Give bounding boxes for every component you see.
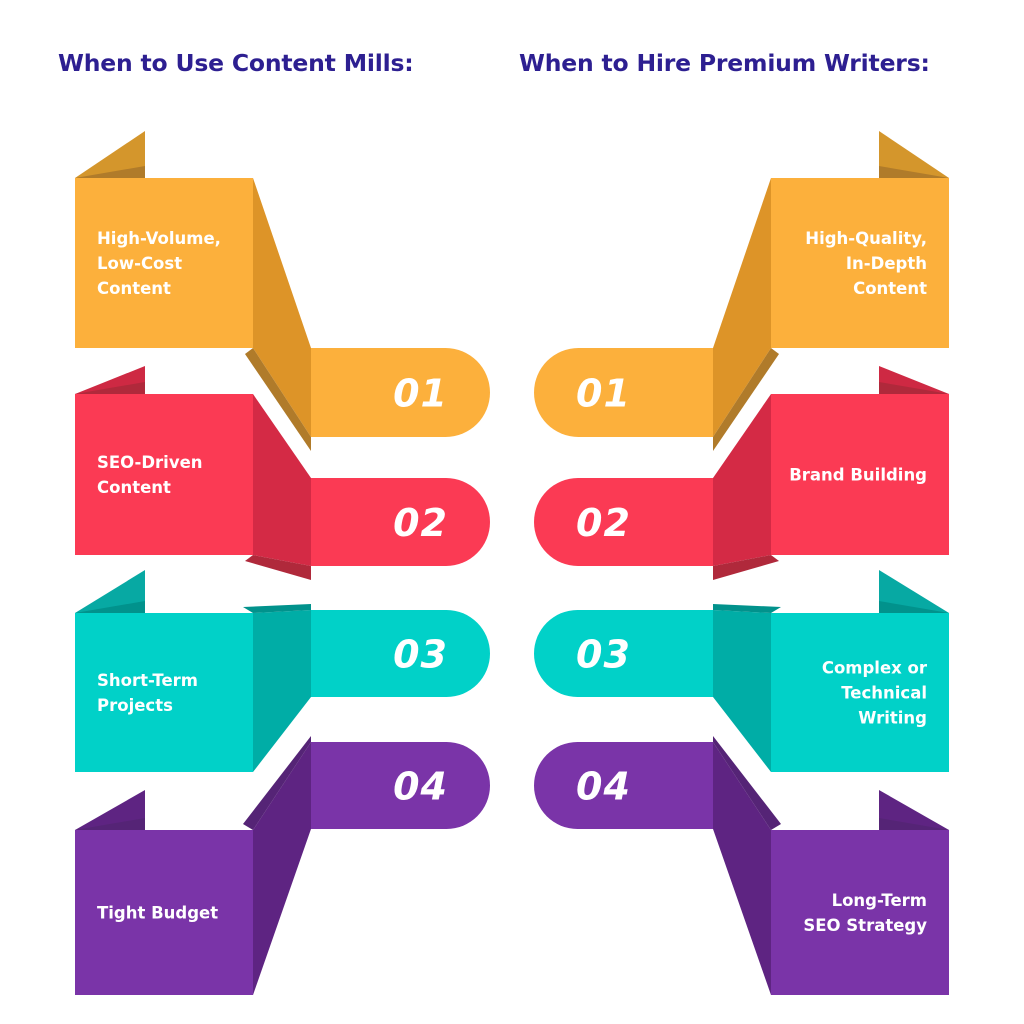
column-heading-left: When to Use Content Mills: [58,49,414,77]
step-number: 04 [576,765,631,809]
step-number: 02 [576,501,631,545]
card-label: Tight Budget [97,904,218,923]
card-label: Brand Building [789,466,927,485]
step-number: 03 [393,633,448,677]
step-number: 04 [393,765,448,809]
column-heading-right: When to Hire Premium Writers: [519,49,930,77]
step-number: 03 [576,633,631,677]
step-number: 01 [576,372,631,416]
step-number: 02 [393,501,448,545]
step-number: 01 [393,372,448,416]
